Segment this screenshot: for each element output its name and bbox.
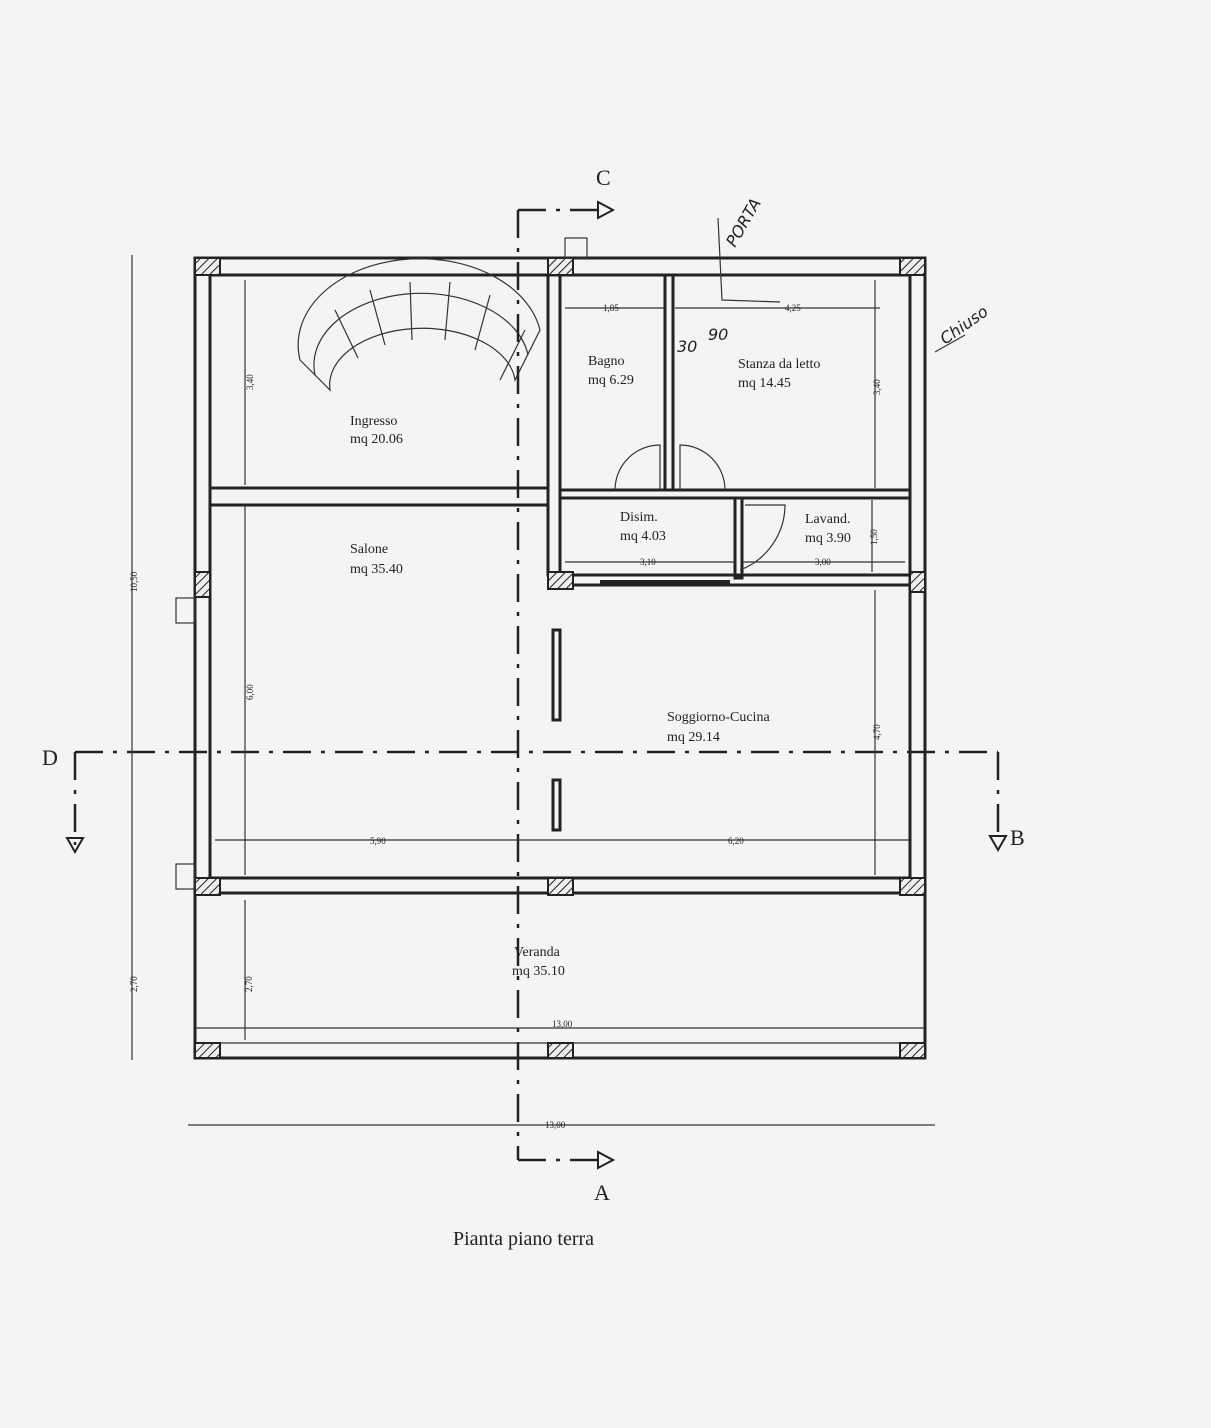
note-porta: PORTA bbox=[722, 195, 765, 250]
room-area-lavand: mq 3.90 bbox=[805, 531, 851, 546]
room-area-soggiorno-cucina: mq 29.14 bbox=[667, 730, 720, 745]
room-name-stanza-da-letto: Stanza da letto bbox=[738, 357, 820, 372]
section-a-label: A bbox=[594, 1180, 610, 1205]
dim-total-width: 13,00 bbox=[545, 1120, 566, 1130]
note-90: 90 bbox=[708, 325, 728, 344]
room-name-ingresso: Ingresso bbox=[350, 414, 397, 429]
room-name-soggiorno-cucina: Soggiorno-Cucina bbox=[667, 710, 770, 725]
room-area-stanza-da-letto: mq 14.45 bbox=[738, 376, 791, 391]
section-c-label: C bbox=[596, 165, 611, 190]
dim-soggiorno-height: 4,70 bbox=[872, 724, 882, 740]
room-name-lavand: Lavand. bbox=[805, 512, 850, 527]
section-b-label: B bbox=[1010, 825, 1025, 850]
room-labels: Ingresso mq 20.06 Bagno mq 6.29 Stanza d… bbox=[350, 354, 851, 979]
dim-bagno-width: 1,85 bbox=[603, 303, 619, 313]
dim-veranda-width: 13,00 bbox=[552, 1019, 573, 1029]
dim-veranda-height-outer: 2,70 bbox=[129, 976, 139, 992]
walls bbox=[175, 237, 927, 1060]
staircase bbox=[297, 258, 541, 392]
dim-total-height: 10,50 bbox=[129, 571, 139, 592]
dim-letto-height: 3,40 bbox=[872, 379, 882, 395]
plan-title: Pianta piano terra bbox=[453, 1228, 594, 1250]
room-name-bagno: Bagno bbox=[588, 354, 625, 369]
dim-lavand-height: 1,50 bbox=[869, 529, 879, 545]
section-d-label: D bbox=[42, 745, 58, 770]
room-name-salone: Salone bbox=[350, 542, 388, 557]
room-area-disim: mq 4.03 bbox=[620, 529, 666, 544]
section-lines bbox=[65, 200, 1008, 1170]
dim-soggiorno-width: 6,20 bbox=[728, 836, 744, 846]
dim-salone-height: 6,00 bbox=[245, 684, 255, 700]
note-chiuso: Chiuso bbox=[936, 302, 991, 349]
note-30: 30 bbox=[677, 337, 697, 356]
dim-lavand-width: 3,00 bbox=[815, 557, 831, 567]
room-area-salone: mq 35.40 bbox=[350, 562, 403, 577]
dim-veranda-height-inner: 2,70 bbox=[244, 976, 254, 992]
room-area-veranda: mq 35.10 bbox=[512, 964, 565, 979]
dim-letto-width: 4,25 bbox=[785, 303, 801, 313]
room-name-disim: Disim. bbox=[620, 510, 658, 525]
dimension-lines bbox=[131, 255, 935, 1126]
room-name-veranda: Veranda bbox=[514, 945, 561, 960]
dim-ingresso-height: 3,40 bbox=[245, 374, 255, 390]
dim-disim-width: 3,10 bbox=[640, 557, 656, 567]
dim-salone-width: 5,90 bbox=[370, 836, 386, 846]
room-area-bagno: mq 6.29 bbox=[588, 373, 634, 388]
room-area-ingresso: mq 20.06 bbox=[350, 432, 403, 447]
